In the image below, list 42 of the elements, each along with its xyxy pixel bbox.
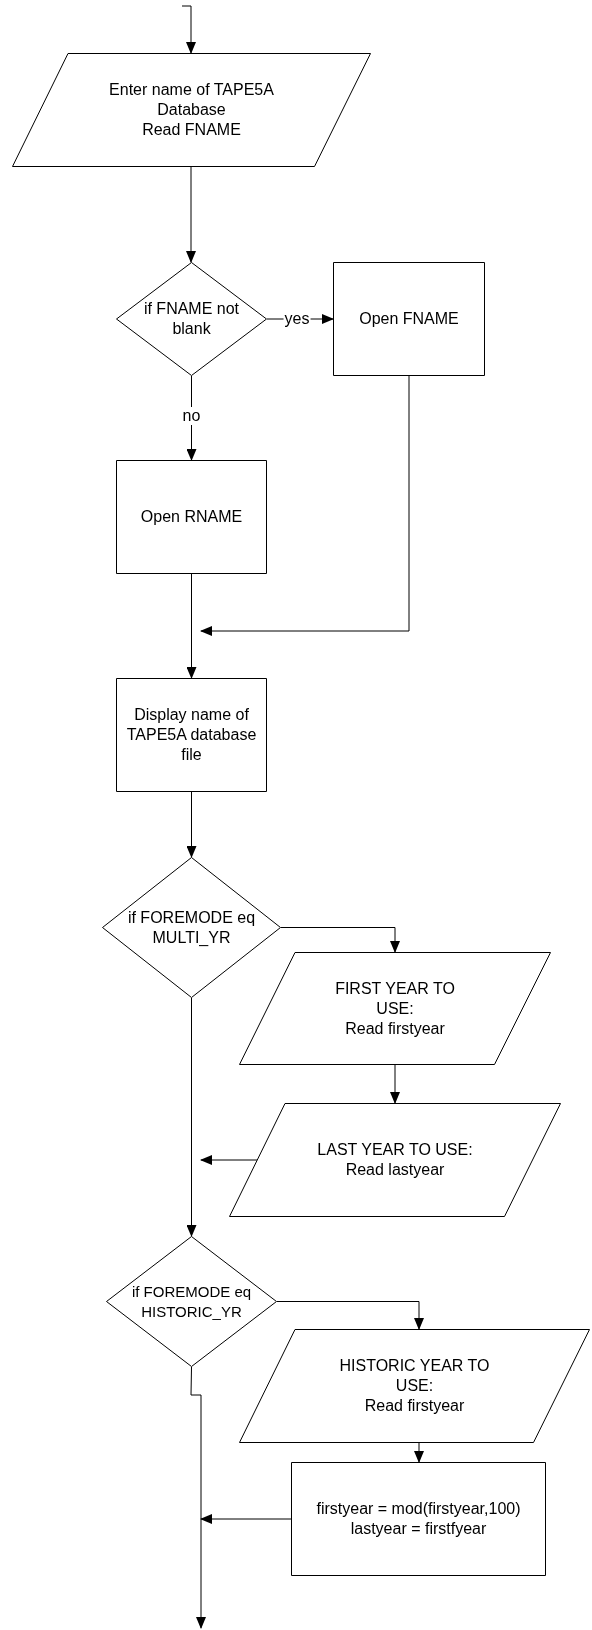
- node-text: Read lastyear: [344, 1160, 446, 1180]
- node-text: Read firstyear: [344, 1018, 446, 1039]
- arrow: [186, 997, 197, 1237]
- node-text: firstyear = mod(firstyear,100): [315, 1499, 522, 1519]
- node-text: LAST YEAR TO USE:: [316, 1140, 474, 1160]
- arrow: [280, 927, 400, 953]
- arrow: [186, 375, 197, 461]
- process-box: [116, 678, 267, 792]
- process-box: [333, 262, 485, 376]
- node-text: if FNAME not blank: [142, 299, 241, 339]
- node-text: Open FNAME: [358, 309, 460, 329]
- node-text: if FOREMODE eq HISTORIC_YR: [131, 1281, 252, 1322]
- node-text: HISTORIC YEAR TO USE:: [338, 1356, 491, 1396]
- arrow: [276, 1301, 424, 1330]
- node-text: lastyear = firstfyear: [349, 1519, 488, 1539]
- decision-diamond: [106, 1236, 277, 1367]
- arrow: [390, 1064, 400, 1104]
- arrow: [200, 1514, 292, 1524]
- input-output-parallelogram: [239, 952, 551, 1065]
- process-box: [291, 1462, 546, 1576]
- arrow: [186, 166, 196, 263]
- arrow: [186, 791, 197, 858]
- decision-diamond: [102, 857, 281, 998]
- arrow: [200, 1155, 258, 1165]
- edge-label: no: [181, 407, 202, 425]
- input-output-parallelogram: [239, 1329, 590, 1443]
- node-text: Display name of TAPE5A database file: [125, 705, 258, 765]
- process-box: [116, 460, 267, 574]
- arrow: [200, 375, 410, 636]
- arrow: [190, 1366, 206, 1629]
- decision-diamond: [116, 262, 267, 376]
- node-text: if FOREMODE eq MULTI_YR: [126, 907, 257, 948]
- arrow: [181, 5, 196, 54]
- input-output-parallelogram: [12, 53, 371, 167]
- node-text: Open RNAME: [139, 507, 244, 527]
- node-text: Read FNAME: [141, 120, 242, 140]
- arrow: [414, 1442, 424, 1463]
- node-text: Read firstyear: [363, 1396, 466, 1416]
- arrow: [186, 573, 197, 679]
- node-text: Enter name of TAPE5A Database: [108, 80, 275, 120]
- node-text: FIRST YEAR TO USE:: [334, 978, 456, 1019]
- input-output-parallelogram: [229, 1103, 561, 1217]
